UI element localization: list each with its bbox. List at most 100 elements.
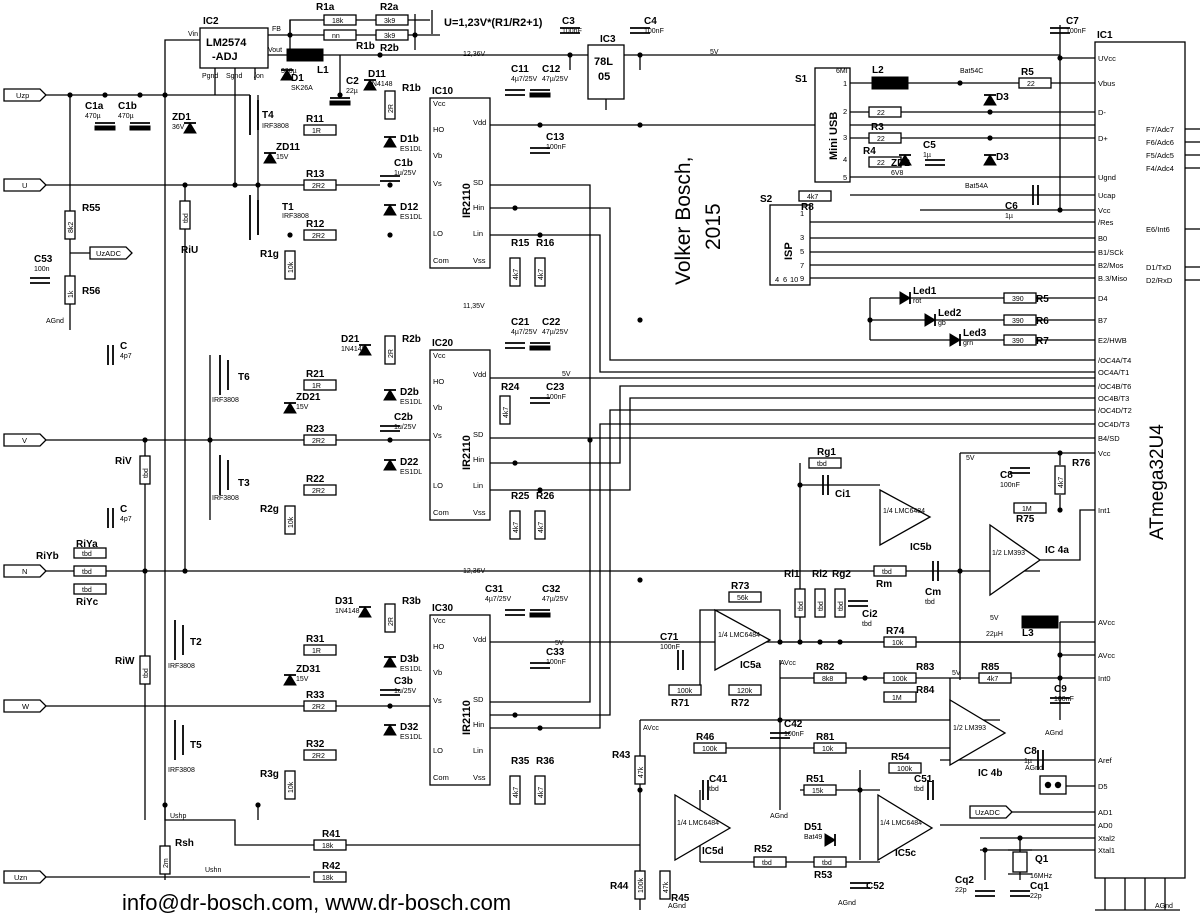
r1b-val: 2R [388, 104, 395, 113]
footer-contact: info@dr-bosch.com, www.dr-bosch.com [122, 890, 511, 915]
ic10-ref: IC10 [432, 86, 454, 97]
r83-ref: R83 [916, 662, 935, 673]
s1-pin2: 2 [843, 107, 847, 116]
r8-ref: R8 [801, 202, 814, 213]
r76-ref: R76 [1072, 458, 1091, 469]
ic20-rpin-1: SD [473, 430, 484, 439]
led2-ref: Led2 [938, 308, 962, 319]
port-u: U [22, 181, 27, 190]
led3-ref: Led3 [963, 328, 987, 339]
svg-text:T4: T4 [262, 110, 274, 121]
ic1-pin-27: Aref [1098, 756, 1113, 765]
ic20-lpin-0: Vcc [433, 351, 446, 360]
ic4b-ref: IC 4b [978, 768, 1002, 779]
r26-ref: R26 [536, 491, 555, 502]
r32-val: 2R2 [312, 753, 325, 760]
ic10-lpin-1: HO [433, 125, 444, 134]
r16-ref: R16 [536, 238, 555, 249]
ic30-rpin-3: Lin [473, 746, 483, 755]
ic20-lpin-5: Com [433, 508, 449, 517]
r4-val: 22 [877, 160, 885, 167]
ic30-lpin-0: Vcc [433, 616, 446, 625]
r31-val: 1R [312, 648, 321, 655]
ic3-78l05: IC3 78L 05 5V [587, 34, 719, 110]
svg-text:T2: T2 [190, 637, 202, 648]
ic20-rpin-3: Lin [473, 481, 483, 490]
r2a-ref: R2a [380, 2, 399, 13]
ic1-pin-10: B2/Mos [1098, 261, 1124, 270]
diode-d3a: D3 [983, 92, 1009, 106]
d3b-val: ES1DL [400, 666, 422, 673]
r45-val: 47k [663, 881, 670, 893]
ic1-pin-8: B0 [1098, 234, 1107, 243]
port-uzadc-in: UzADC [975, 808, 1001, 817]
ic1-pin-30: AD0 [1098, 821, 1113, 830]
r85-ref: R85 [981, 662, 1000, 673]
c12-ref: C12 [542, 64, 561, 75]
r1a-val: 18k [332, 18, 344, 25]
label-bat54c: Bat54C [960, 68, 983, 75]
zd11-val: 15V [276, 154, 289, 161]
ic1-pin-24: AVcc [1098, 618, 1115, 627]
c3b-val: 1u/25V [394, 688, 417, 695]
ic30-lpin-1: HO [433, 642, 444, 651]
c31-ref: C31 [485, 584, 504, 595]
s2-pin7: 7 [800, 261, 804, 270]
r43-ref: R43 [612, 750, 631, 761]
c8-val: 1µ [1024, 758, 1032, 765]
ic10-rpin-1: SD [473, 178, 484, 187]
cq2-val: 22p [955, 887, 967, 894]
d51-val: Bat49 [804, 834, 822, 841]
rail-5v: 5V [710, 49, 719, 56]
ic3-part1: 78L [594, 56, 613, 68]
jumper-d5[interactable] [1039, 775, 1067, 795]
ic5c-val: 1/4 LMC6484 [880, 820, 922, 827]
r41-val: 18k [322, 843, 334, 850]
label-agnd-3: AGnd [1025, 765, 1043, 772]
svg-text:IRF3808: IRF3808 [262, 123, 289, 130]
label-agnd-2: AGnd [1045, 730, 1063, 737]
ic2-vin: Vin [188, 31, 198, 38]
ic1-pins-right: F7/Adc7F6/Adc6F5/Adc5F4/Adc4E6/Int6D1/Tx… [1146, 125, 1200, 285]
c7-val: 100nF [1066, 28, 1086, 35]
ic1-pin-26: Int0 [1098, 674, 1111, 683]
r82-val: 8k8 [822, 676, 833, 683]
r7-val: 390 [1012, 338, 1024, 345]
c33-val: 100nF [546, 659, 566, 666]
s2-part: ISP [783, 242, 795, 260]
r3b-ref: R3b [402, 596, 421, 607]
ri1-ref: Ri1 [784, 569, 800, 580]
d12-val: ES1DL [400, 214, 422, 221]
c_v-val: 4p7 [120, 516, 132, 523]
r21-ref: R21 [306, 369, 325, 380]
port-uzp: Uzp [16, 91, 29, 100]
r32-ref: R32 [306, 739, 325, 750]
led1-val: rot [913, 298, 921, 305]
c5-ref: C5 [923, 140, 936, 151]
opamps: 1/4 LMC6484 IC5b 1/2 LM393 IC 4a 1/4 LMC… [674, 488, 1069, 862]
l2-ref: L2 [872, 65, 884, 76]
ic1-pin-3: D+ [1098, 134, 1108, 143]
port-uzadc-out: UzADC [96, 249, 122, 258]
